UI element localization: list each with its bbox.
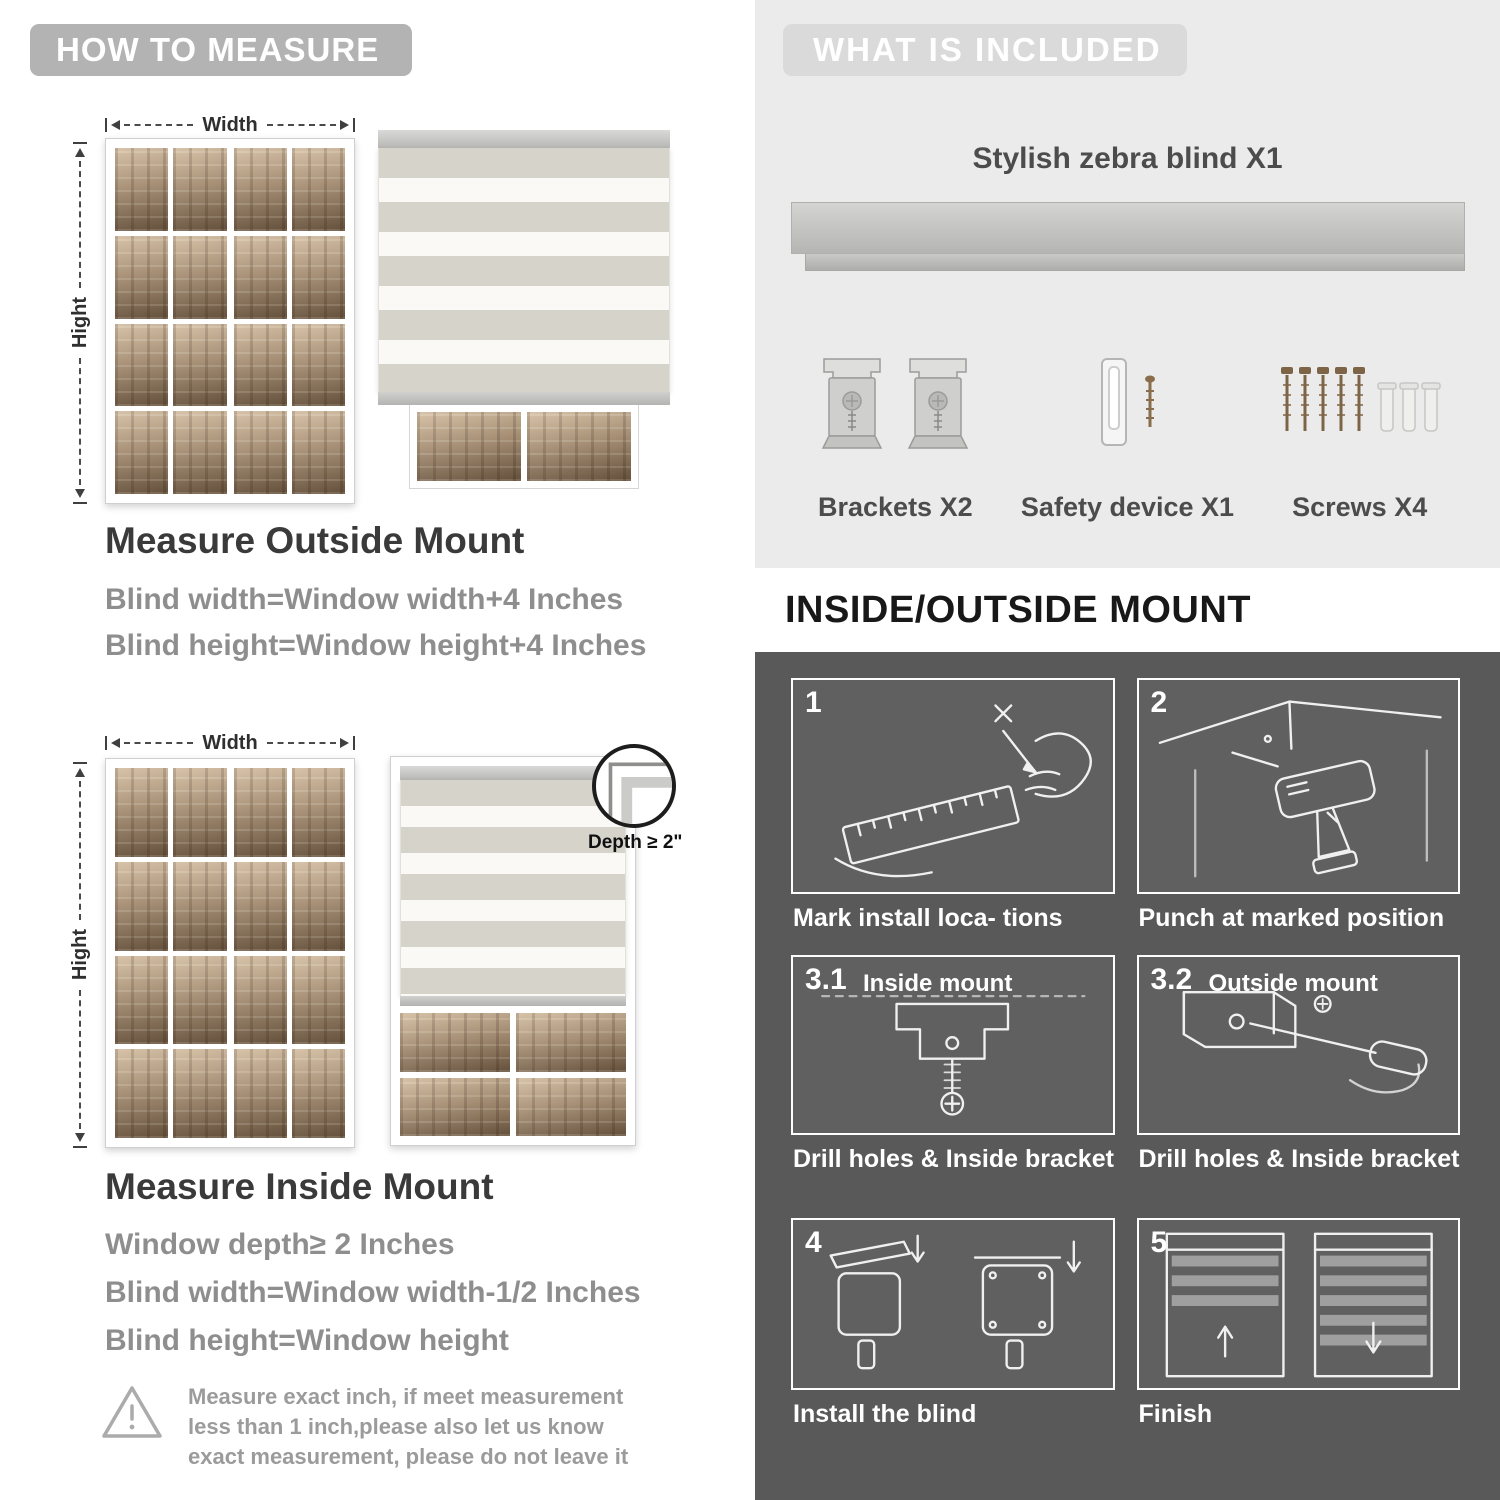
step-4-box: 4 [791, 1218, 1115, 1390]
install-blind-illustration [829, 1234, 1081, 1370]
step-5-box: 5 [1136, 1218, 1460, 1390]
what-is-included-section: WHAT IS INCLUDED Stylish zebra blind X1 [755, 0, 1500, 568]
screws-label: Screws X4 [1292, 492, 1428, 522]
safety-device-item: Safety device X1 [1000, 330, 1256, 523]
what-is-included-banner: WHAT IS INCLUDED [783, 24, 1187, 76]
bracket-icon [822, 358, 883, 449]
blind-zebra-stripes [378, 148, 670, 392]
step-3-2: 3.2 Outside mount [1136, 955, 1460, 1174]
warning-triangle-icon [102, 1386, 162, 1438]
blind-bottom-rail [378, 392, 670, 405]
height-label: Hight [68, 297, 91, 349]
step-inline-label: Outside mount [1208, 970, 1378, 997]
step-number: 2 [1150, 686, 1168, 719]
step-3-1-box: 3.1 Inside mount [791, 955, 1115, 1135]
outside-mount-heading: Measure Outside Mount [105, 520, 525, 561]
drill-illustration [1158, 700, 1442, 878]
height-label: Hight [68, 929, 91, 981]
window-illustration [105, 138, 355, 504]
step-1-box: 1 [791, 678, 1115, 894]
step-1-caption: Mark install loca- tions [793, 904, 1063, 932]
step-number: 3.2 [1150, 963, 1193, 996]
headrail-illustration [791, 202, 1465, 271]
window-panes-below-blind [400, 1013, 626, 1136]
width-label: Width [202, 113, 258, 136]
mark-locations-illustration [834, 704, 1092, 878]
width-arrow: Width [105, 113, 356, 136]
step-3-2-box: 3.2 Outside mount [1136, 955, 1460, 1135]
zebra-blind-label: Stylish zebra blind X1 [972, 142, 1283, 175]
brackets-label: Brackets X2 [818, 492, 973, 522]
window-illustration [105, 758, 355, 1148]
outside-mount-figure: Width Hight [60, 112, 674, 514]
step-2-box: 2 [1136, 678, 1460, 894]
step-4-caption: Install the blind [793, 1400, 977, 1428]
safety-device-icon [1101, 358, 1156, 446]
mount-title-band: INSIDE/OUTSIDE MOUNT [755, 568, 1500, 652]
step-2: 2 [1136, 678, 1460, 933]
blind-cassette [400, 766, 626, 780]
warning-text: Measure exact inch, if meet measurement … [188, 1384, 629, 1469]
step-3-1-caption: Drill holes & Inside bracket [793, 1145, 1114, 1173]
finish-illustration [1165, 1232, 1433, 1378]
step-number: 1 [805, 686, 822, 719]
inside-bracket-illustration [821, 994, 1086, 1116]
inside-rule-height: Blind height=Window height [105, 1324, 509, 1357]
step-3-2-caption: Drill holes & Inside bracket [1138, 1145, 1460, 1173]
how-to-measure-section: HOW TO MEASURE Width Hight Measure Outsi… [0, 0, 730, 1500]
step-inline-label: Inside mount [863, 970, 1013, 997]
inside-rule-depth: Window depth≥ 2 Inches [105, 1228, 455, 1261]
brackets-item: Brackets X2 [791, 330, 1000, 523]
step-3-1: 3.1 Inside mount Drill holes & Inside br… [791, 955, 1115, 1174]
mount-title: INSIDE/OUTSIDE MOUNT [785, 588, 1252, 631]
safety-device-label: Safety device X1 [1020, 492, 1235, 522]
outside-rule-height: Blind height=Window height+4 Inches [105, 629, 647, 662]
step-number: 3.1 [805, 963, 847, 996]
inside-rule-width: Blind width=Window width-1/2 Inches [105, 1276, 641, 1309]
outside-rule-width: Blind width=Window width+4 Inches [105, 583, 624, 616]
screws-icon [1280, 367, 1441, 432]
zebra-blind-inside-illustration [390, 756, 636, 1146]
step-4: 4 Install the bli [791, 1218, 1115, 1429]
how-to-measure-banner: HOW TO MEASURE [30, 24, 412, 76]
width-arrow: Width [105, 731, 356, 754]
step-2-caption: Punch at marked position [1138, 904, 1445, 932]
step-5-caption: Finish [1138, 1400, 1213, 1428]
inside-mount-heading: Measure Inside Mount [105, 1166, 494, 1207]
inside-mount-figure: Width Hight Depth ≥ 2" [60, 730, 720, 1162]
measure-warning: Measure exact inch, if meet measurement … [100, 1382, 666, 1472]
window-bottom-behind-blind [409, 405, 639, 489]
blind-zebra-stripes [400, 780, 626, 996]
step-1: 1 Mark instal [791, 678, 1115, 933]
depth-magnifier-icon [592, 744, 676, 828]
outside-bracket-illustration [1182, 991, 1428, 1094]
blind-cassette [378, 130, 670, 148]
height-arrow: Hight [68, 142, 92, 504]
height-arrow: Hight [68, 762, 92, 1148]
right-panel: WHAT IS INCLUDED Stylish zebra blind X1 [755, 0, 1500, 1500]
step-number: 4 [805, 1226, 822, 1259]
step-number: 5 [1150, 1226, 1168, 1259]
blind-bottom-rail [400, 996, 626, 1006]
step-5: 5 [1136, 1218, 1460, 1429]
depth-label: Depth ≥ 2" [588, 832, 683, 853]
screws-item: Screws X4 [1255, 330, 1464, 523]
included-items-row: Brackets X2 [791, 330, 1464, 523]
bracket-icon [908, 358, 969, 449]
zebra-blind-outside-illustration [378, 130, 670, 489]
width-label: Width [202, 731, 258, 754]
mount-steps-panel: 1 Mark instal [755, 652, 1500, 1500]
